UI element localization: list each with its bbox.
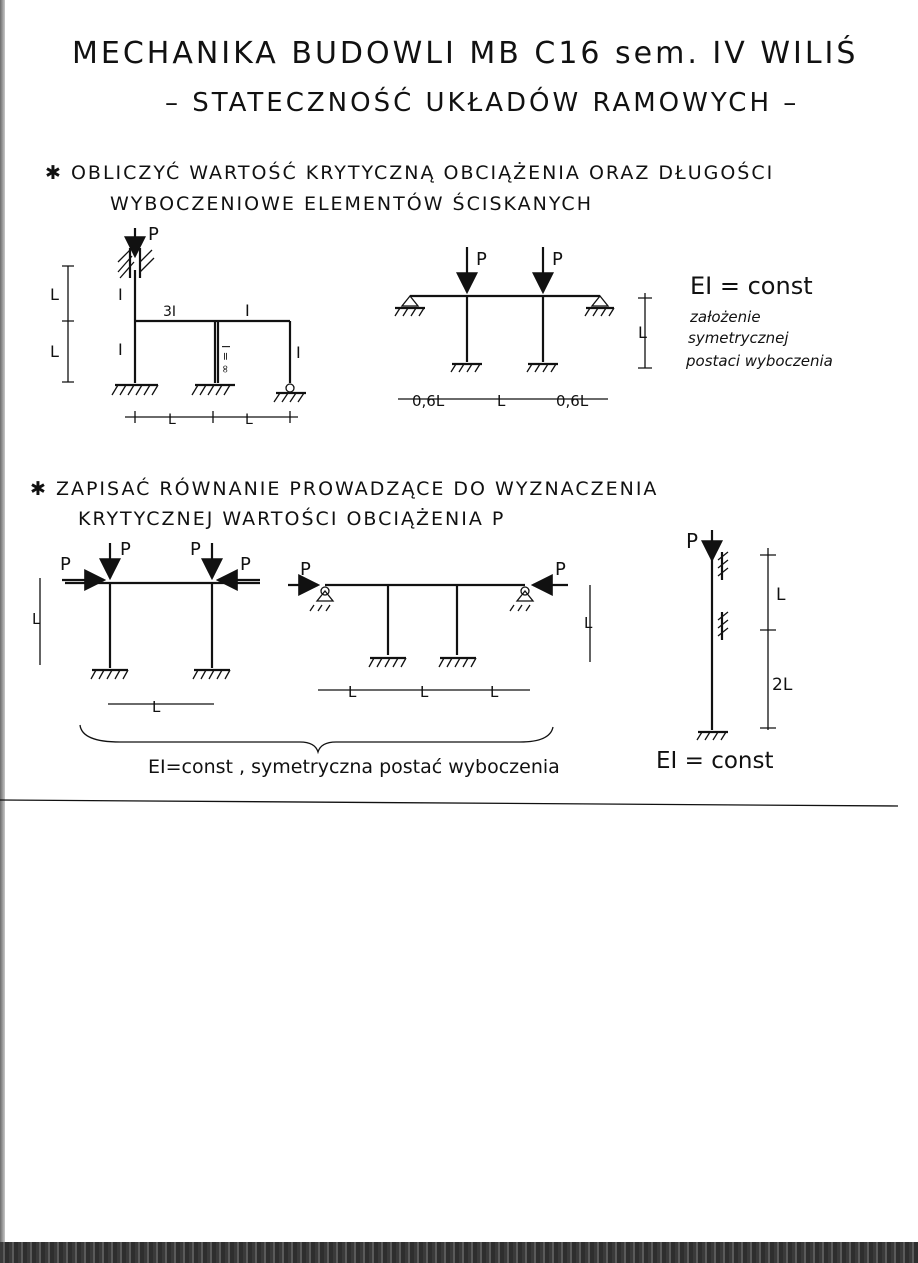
frame2-dim-side-right: 0,6L xyxy=(556,392,589,410)
frame1-stiff-beam-left: 3I xyxy=(163,304,176,320)
page-title: MECHANIKA BUDOWLI MB C16 sem. IV WILIŚ xyxy=(72,36,859,71)
frame1-dim-h1: L xyxy=(50,285,59,304)
note-ei: EI = const xyxy=(690,272,813,300)
frame4-dim-2: L xyxy=(420,683,429,701)
frame2-load-label-left: P xyxy=(476,249,487,270)
page-subtitle: – STATECZNOŚĆ UKŁADÓW RAMOWYCH – xyxy=(165,88,800,118)
task2-line2: KRYTYCZNEJ WARTOŚCI OBCIĄŻENIA P xyxy=(78,508,506,530)
note-line1: założenie xyxy=(689,308,761,326)
frame1-stiff-col-upper: I xyxy=(118,285,123,304)
task1-line2: WYBOCZENIOWE ELEMENTÓW ŚCISKANYCH xyxy=(110,193,593,215)
frame3-load-h-left: P xyxy=(60,554,71,575)
frame2-dim-side-left: 0,6L xyxy=(412,392,445,410)
frame4-dim-h: L xyxy=(584,614,593,632)
frame1-dim-w2: L xyxy=(245,412,253,428)
frame2-dim-h: L xyxy=(638,323,647,342)
task1-line1: ✱ OBLICZYĆ WARTOŚĆ KRYTYCZNĄ OBCIĄŻENIA … xyxy=(45,162,775,184)
frame4-load-right: P xyxy=(555,559,566,580)
frame2-load-label-right: P xyxy=(552,249,563,270)
frame3: P P P P L L xyxy=(32,539,260,716)
scan-edge-left xyxy=(0,0,5,1263)
task2-brace xyxy=(79,724,554,755)
note-line2: symetrycznej xyxy=(688,329,789,347)
frame3-load-v-right: P xyxy=(190,539,201,560)
task2-line1: ✱ ZAPISAĆ RÓWNANIE PROWADZĄCE DO WYZNACZ… xyxy=(30,478,659,500)
frame3-dim-w: L xyxy=(152,698,161,716)
frame1-dim-h2: L xyxy=(50,342,59,361)
column-load: P xyxy=(686,529,698,553)
frame1-pin-right xyxy=(285,383,295,393)
task2-brace-note: EI=const , symetryczna postać wyboczenia xyxy=(148,756,560,778)
frame3-load-h-right: P xyxy=(240,554,251,575)
task1-note: EI = const założenie symetrycznej postac… xyxy=(685,272,833,370)
column: P L 2L EI = const xyxy=(656,529,793,774)
frame1-stiff-beam-right: I xyxy=(245,301,250,320)
frame1: P I I 3I I I I = ∞ L L L L xyxy=(50,224,306,428)
frame1-guide-hatch xyxy=(117,249,155,279)
frame1-load-label: P xyxy=(148,224,159,245)
frame2: P P L 0,6L L 0,6L xyxy=(394,247,652,410)
column-dim-upper: L xyxy=(776,585,786,605)
frame2-dim-mid: L xyxy=(497,392,506,410)
frame3-load-v-left: P xyxy=(120,539,131,560)
frame4-load-left: P xyxy=(300,559,311,580)
scan-edge-bottom xyxy=(0,1242,918,1263)
frame2-support-right xyxy=(590,294,610,307)
frame1-dim-w1: L xyxy=(168,412,176,428)
column-dim-lower: 2L xyxy=(772,675,793,695)
frame1-stiff-col-lower: I xyxy=(118,340,123,359)
frame4-dim-1: L xyxy=(348,683,357,701)
column-ei: EI = const xyxy=(656,748,774,774)
frame1-stiff-col-mid: I = ∞ xyxy=(219,345,232,374)
note-line3: postaci wyboczenia xyxy=(685,352,833,370)
frame1-stiff-col-right: I xyxy=(296,343,301,362)
frame3-dim-h: L xyxy=(32,610,41,628)
scan-line xyxy=(0,799,899,807)
frame4-dim-3: L xyxy=(490,683,499,701)
frame2-support-left xyxy=(400,294,420,307)
frame4: P P L L L L xyxy=(288,559,593,701)
